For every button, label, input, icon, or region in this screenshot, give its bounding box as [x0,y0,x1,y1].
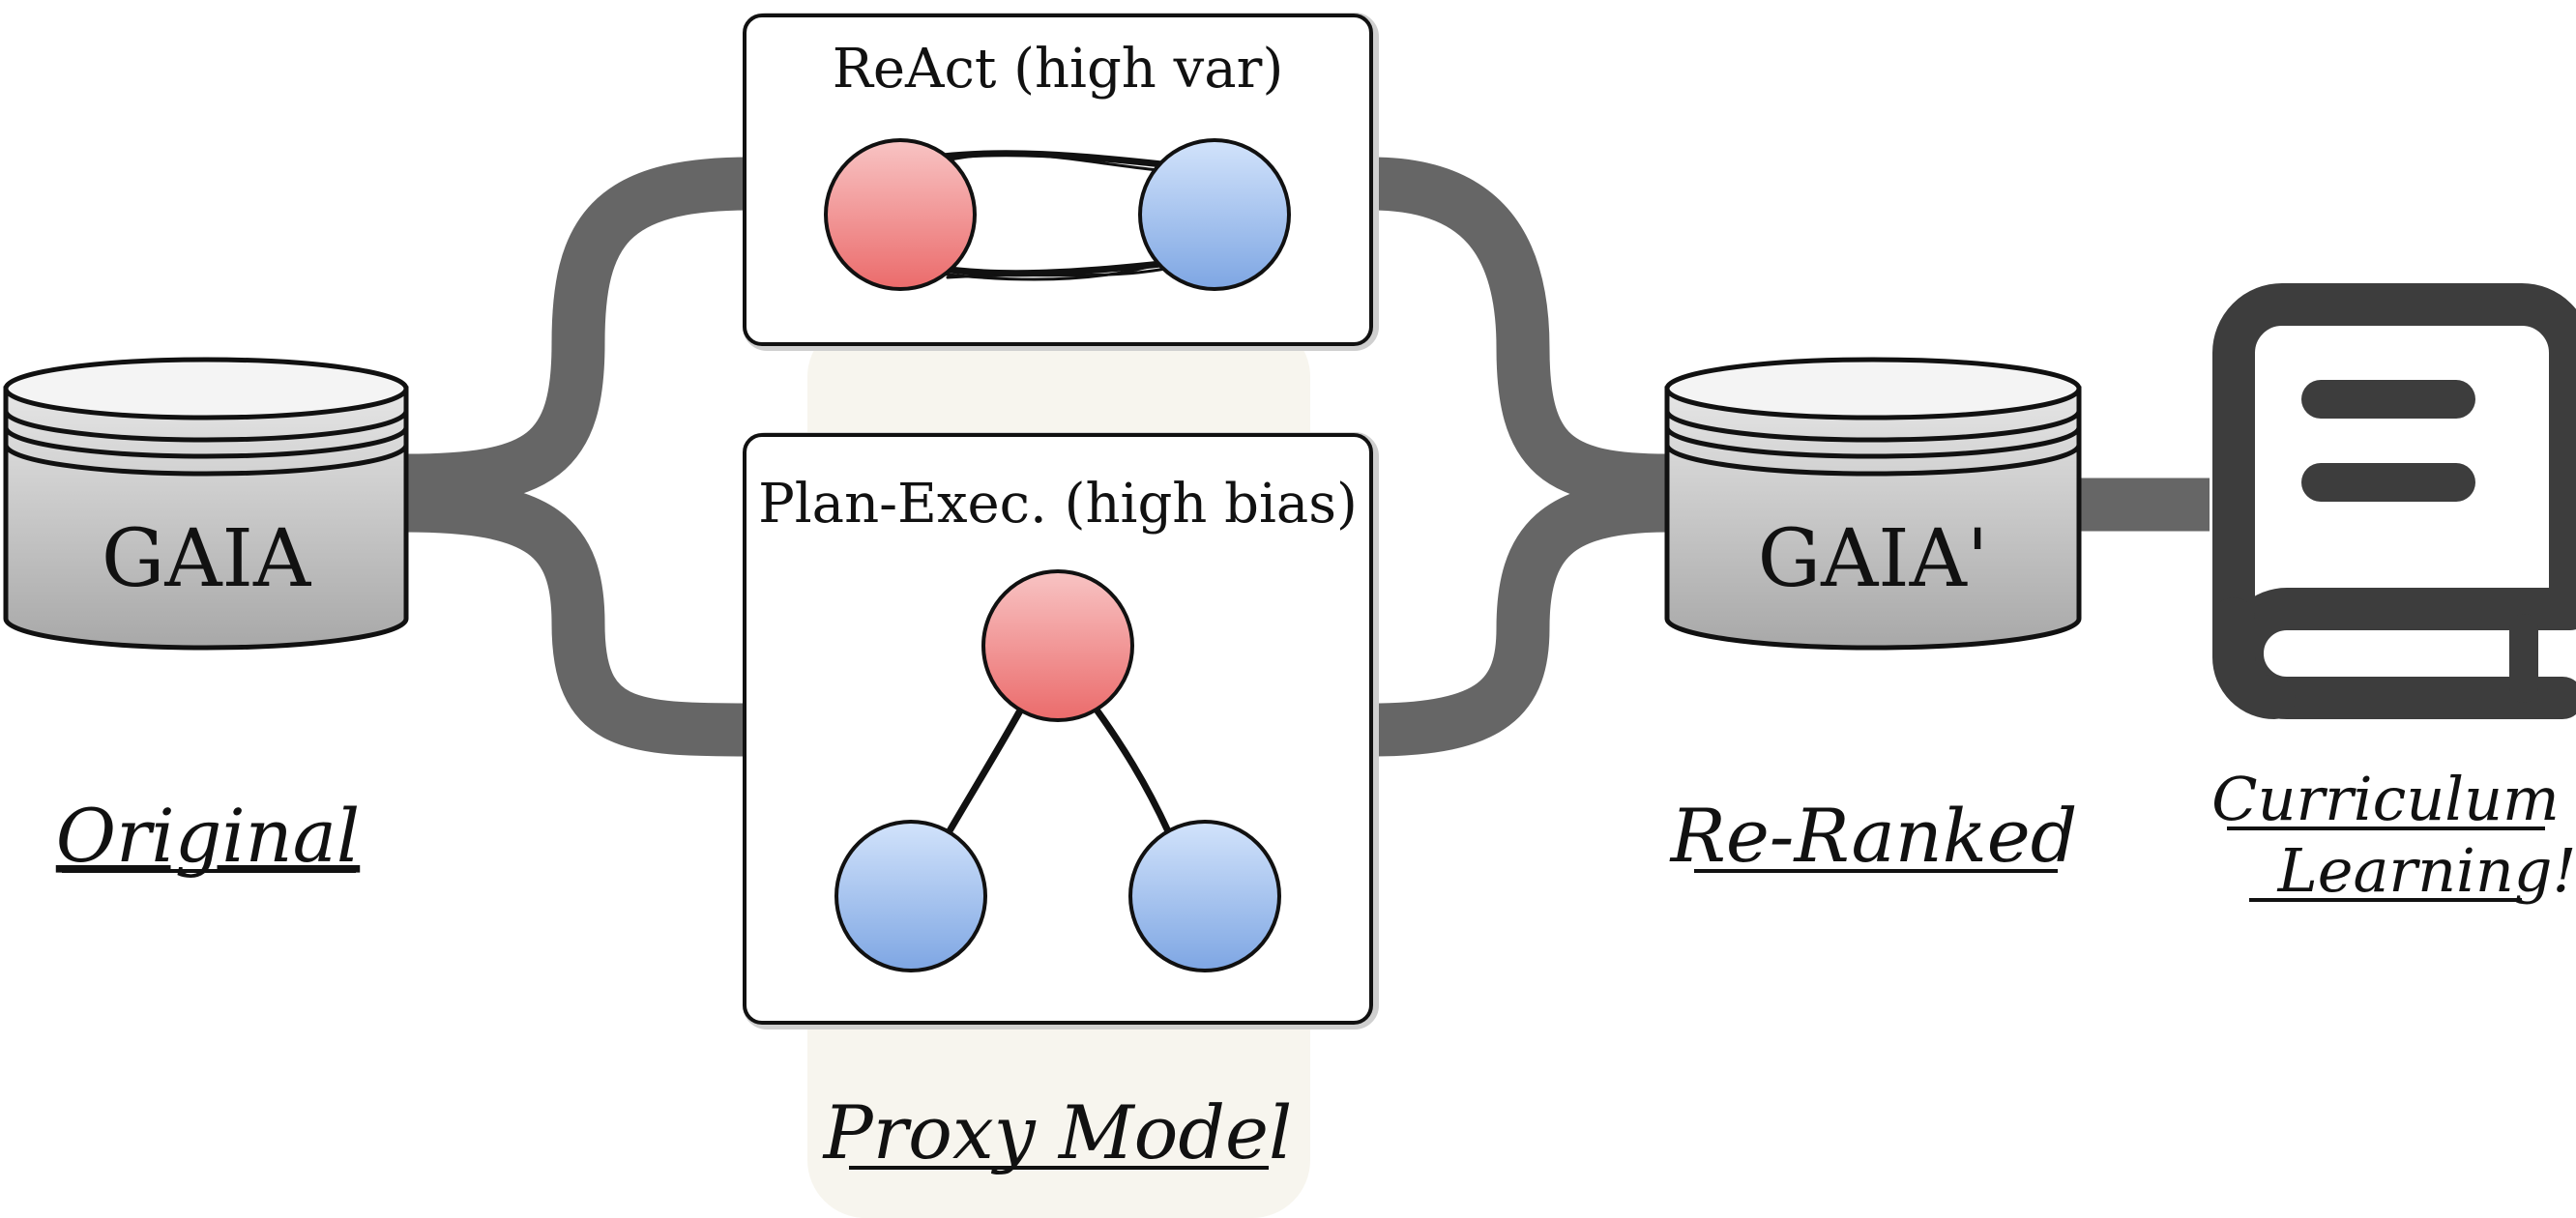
react-edge [944,153,1160,172]
plan-exec-edge-left [950,710,1019,831]
database-target-name: GAIA' [1758,513,1989,605]
label-curriculum-line1: Curriculum [2211,764,2560,834]
stage-labels: Original Proxy Model Re-Ranked Curriculu… [56,764,2576,1175]
plan-exec-node-red [981,569,1134,722]
database-target-top [1664,357,2082,420]
book-icon-spine [2212,597,2296,719]
plan-exec-title: Plan-Exec. (high bias) [758,473,1358,536]
database-source-ring [3,410,409,443]
react-node-red [824,138,977,291]
database-target-ring [1664,410,2082,443]
react-cycle-edges [932,150,1177,281]
connectors [405,157,2210,757]
database-source-top [3,357,409,420]
plan-exec-node-blue-right [1128,820,1281,972]
react-edge [946,267,1167,279]
plan-exec-edge-right [1090,702,1172,835]
database-source-ring [3,426,409,459]
plan-exec-box: Plan-Exec. (high bias) [743,432,1379,1030]
database-target: GAIA' [1664,357,2082,651]
database-target-ring [1664,426,2082,459]
react-edge [932,259,1174,277]
book-icon [2212,283,2576,719]
plan-exec-node-blue-left [834,820,987,972]
label-curriculum-line2: Learning! [2277,835,2576,906]
react-title: ReAct (high var) [833,38,1284,101]
database-source-ring [3,444,409,477]
database-source-name: GAIA [102,513,312,605]
label-proxy-model: Proxy Model [822,1089,1293,1175]
react-edge [939,150,1166,168]
connector-react-to-target [1370,157,1669,508]
connector-plan-to-target [1370,478,1669,757]
connector-source-to-react [405,157,750,508]
react-node-blue [1138,138,1291,291]
label-original: Original [56,793,360,879]
database-source: GAIA [3,357,409,651]
react-box: ReAct (high var) [743,13,1379,351]
database-target-ring [1664,444,2082,477]
label-re-ranked: Re-Ranked [1669,793,2078,879]
connector-source-to-plan [405,478,750,757]
plan-exec-tree-edges [944,702,1172,838]
